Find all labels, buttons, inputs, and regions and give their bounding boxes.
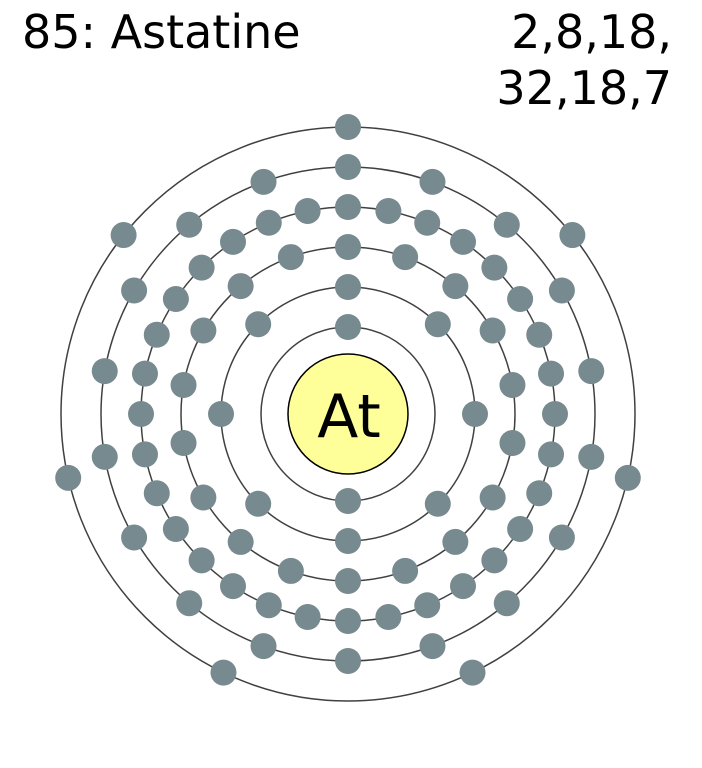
electron-shell-3-18 (277, 244, 304, 271)
electron-shell-4-24 (131, 441, 158, 468)
electron-shell-5-12 (176, 590, 203, 617)
electron-shell-3-10 (335, 568, 361, 594)
electron-shell-3-9 (392, 557, 419, 584)
electron-shell-2-8 (245, 311, 272, 338)
electron-shell-4-18 (294, 604, 321, 631)
electron-shell-4-1 (335, 194, 361, 220)
electron-shell-3-16 (190, 317, 217, 344)
electron-shell-5-8 (493, 590, 520, 617)
electron-shell-4-29 (188, 254, 215, 281)
electron-shell-4-23 (143, 480, 170, 507)
electron-shell-4-28 (162, 286, 189, 312)
electron-shell-4-11 (526, 480, 553, 507)
electron-shell-4-10 (538, 441, 565, 468)
electron-shell-4-25 (128, 401, 154, 427)
electron-configuration: 2,8,18, 32,18,7 (496, 4, 672, 116)
electron-shell-4-19 (255, 592, 282, 619)
electron-shell-3-1 (335, 234, 361, 260)
electron-shell-5-18 (250, 168, 277, 195)
nucleus (287, 353, 409, 475)
electron-shell-2-2 (424, 311, 451, 338)
electron-shell-4-16 (375, 604, 402, 631)
electron-shell-4-4 (450, 228, 476, 255)
element-symbol: At (317, 382, 381, 452)
electron-shell-6-5 (210, 659, 237, 686)
electron-shell-4-9 (542, 401, 568, 427)
electron-shell-2-7 (208, 401, 234, 427)
electron-shell-5-17 (176, 211, 203, 238)
electron-shell-4-17 (335, 608, 361, 634)
electron-shell-4-7 (526, 321, 553, 348)
electron-shell-2-4 (424, 490, 451, 517)
configuration-line-1: 2,8,18, (511, 5, 672, 59)
electron-shell-4-2 (375, 197, 402, 224)
electron-shell-1-2 (335, 488, 361, 514)
electron-shell-2-6 (245, 490, 272, 517)
electron-shell-4-13 (481, 547, 508, 574)
electron-shell-4-26 (131, 360, 158, 387)
electron-shell-3-13 (190, 484, 217, 511)
electron-shell-6-3 (614, 464, 641, 491)
electron-shell-3-7 (479, 484, 506, 511)
electron-shell-4-6 (507, 286, 534, 312)
electrons (55, 114, 641, 686)
electron-shell-1-1 (335, 314, 361, 340)
electron-shell-3-6 (499, 430, 526, 456)
electron-shell-4-20 (220, 573, 246, 600)
electron-shell-5-9 (419, 633, 446, 660)
electron-shell-5-11 (250, 633, 277, 660)
electron-shell-3-12 (227, 528, 254, 555)
electron-shell-3-17 (227, 273, 254, 300)
electron-shell-5-7 (548, 524, 575, 551)
electron-shell-5-4 (548, 277, 575, 304)
electron-shell-3-15 (170, 372, 197, 398)
electron-shell-2-3 (462, 401, 488, 427)
electron-shell-4-14 (450, 573, 476, 600)
electron-shell-5-1 (335, 154, 361, 180)
electron-shell-2-5 (335, 528, 361, 554)
electron-shell-4-12 (507, 516, 534, 542)
electron-shell-4-22 (162, 516, 189, 542)
electron-shell-4-21 (188, 547, 215, 574)
electron-shell-4-31 (255, 209, 282, 236)
electron-shell-4-5 (481, 254, 508, 281)
electron-shell-3-8 (442, 528, 469, 555)
electron-shell-5-15 (91, 358, 118, 385)
electron-shell-5-14 (91, 443, 118, 470)
electron-shell-4-27 (143, 321, 170, 348)
electron-shell-5-3 (493, 211, 520, 238)
electron-shell-5-13 (121, 524, 148, 551)
electron-shell-5-2 (419, 168, 446, 195)
electron-shell-3-2 (392, 244, 419, 271)
electron-shell-3-14 (170, 430, 197, 456)
electron-shell-3-11 (277, 557, 304, 584)
electron-shell-6-7 (110, 222, 137, 249)
electron-shell-3-5 (499, 372, 526, 398)
electron-shell-3-4 (479, 317, 506, 344)
electron-shell-6-1 (335, 114, 361, 140)
electron-shell-5-5 (578, 358, 605, 385)
electron-shell-5-6 (578, 443, 605, 470)
electron-shell-5-10 (335, 648, 361, 674)
electron-shell-6-4 (459, 659, 486, 686)
electron-shell-6-6 (55, 464, 82, 491)
configuration-line-2: 32,18,7 (496, 61, 672, 115)
electron-shell-4-15 (414, 592, 441, 619)
electron-shell-4-30 (220, 228, 246, 255)
electron-shell-4-32 (294, 197, 321, 224)
electron-shell-3-3 (442, 273, 469, 300)
element-title: 85: Astatine (22, 5, 301, 59)
electron-shell-6-2 (559, 222, 586, 249)
electron-shell-5-16 (121, 277, 148, 304)
electron-shell-2-1 (335, 274, 361, 300)
electron-shell-4-8 (538, 360, 565, 387)
electron-shell-4-3 (414, 209, 441, 236)
